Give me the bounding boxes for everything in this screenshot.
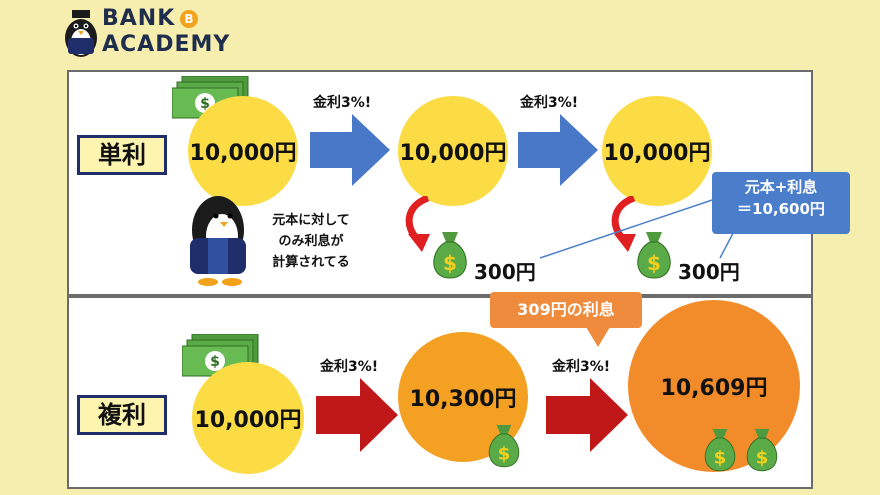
money-bag-icon: $ — [488, 425, 520, 468]
note-line-3: 計算されてる — [272, 255, 350, 270]
money-bag-icon: $ — [704, 429, 736, 472]
interest-callout-tail — [586, 327, 610, 347]
logo-academy-text: ACADEMY — [102, 32, 231, 57]
compound-arrow-1-icon — [316, 378, 398, 452]
compound-principal-coin: 10,000円 — [192, 362, 304, 474]
interest-callout: 309円の利息 — [490, 292, 642, 328]
svg-text:$: $ — [210, 354, 220, 370]
simple-interest-arrow-1-icon — [405, 196, 430, 252]
compound-principal-amount: 10,000円 — [194, 408, 302, 433]
simple-interest-note: 元本に対して のみ利息が 計算されてる — [256, 210, 366, 273]
compound-step1-amount: 10,300円 — [409, 387, 517, 412]
simple-rate-label-2: 金利3%! — [520, 95, 579, 111]
note-line-2: のみ利息が — [278, 234, 344, 249]
svg-text:$: $ — [498, 444, 511, 465]
logo-bank-text: BANK — [102, 6, 176, 31]
simple-step2-coin: 10,000円 — [602, 96, 712, 206]
total-callout-line1: 元本+利息 — [744, 178, 818, 196]
money-bag-icon: $ — [746, 429, 778, 472]
svg-text:$: $ — [756, 448, 769, 469]
simple-principal-coin: 10,000円 — [188, 96, 298, 206]
svg-text:$: $ — [714, 448, 727, 469]
compound-rate-label-1: 金利3%! — [320, 359, 379, 375]
compound-arrow-2-icon — [546, 378, 628, 452]
simple-step1-coin: 10,000円 — [398, 96, 508, 206]
compound-interest-label: 複利 — [77, 395, 167, 435]
penguin-logo-icon — [65, 10, 97, 57]
simple-step1-amount: 10,000円 — [399, 141, 507, 166]
simple-rate-label-1: 金利3%! — [313, 95, 372, 111]
simple-interest-amount-2: 300円 — [678, 260, 740, 284]
simple-interest-amount-1: 300円 — [474, 260, 536, 284]
total-callout-line2: ＝10,600円 — [737, 200, 825, 218]
svg-text:$: $ — [200, 96, 210, 112]
money-bag-icon: $ — [433, 232, 467, 279]
compound-step2-amount: 10,609円 — [660, 376, 768, 401]
simple-arrow-2-icon — [518, 114, 598, 186]
bitcoin-coin-icon: B — [180, 10, 198, 28]
simple-interest-arrow-2-icon — [611, 196, 636, 252]
compound-rate-label-2: 金利3%! — [552, 359, 611, 375]
cash-stack-icon: $ — [182, 334, 259, 377]
svg-text:$: $ — [443, 251, 457, 275]
total-callout: 元本+利息 ＝10,600円 — [712, 172, 850, 234]
money-bag-icon: $ — [637, 232, 671, 279]
svg-text:$: $ — [647, 251, 661, 275]
penguin-icon — [190, 196, 246, 286]
note-line-1: 元本に対して — [272, 213, 350, 228]
simple-step2-amount: 10,000円 — [603, 141, 711, 166]
simple-principal-amount: 10,000円 — [189, 141, 297, 166]
simple-arrow-1-icon — [310, 114, 390, 186]
simple-interest-label: 単利 — [77, 135, 167, 175]
